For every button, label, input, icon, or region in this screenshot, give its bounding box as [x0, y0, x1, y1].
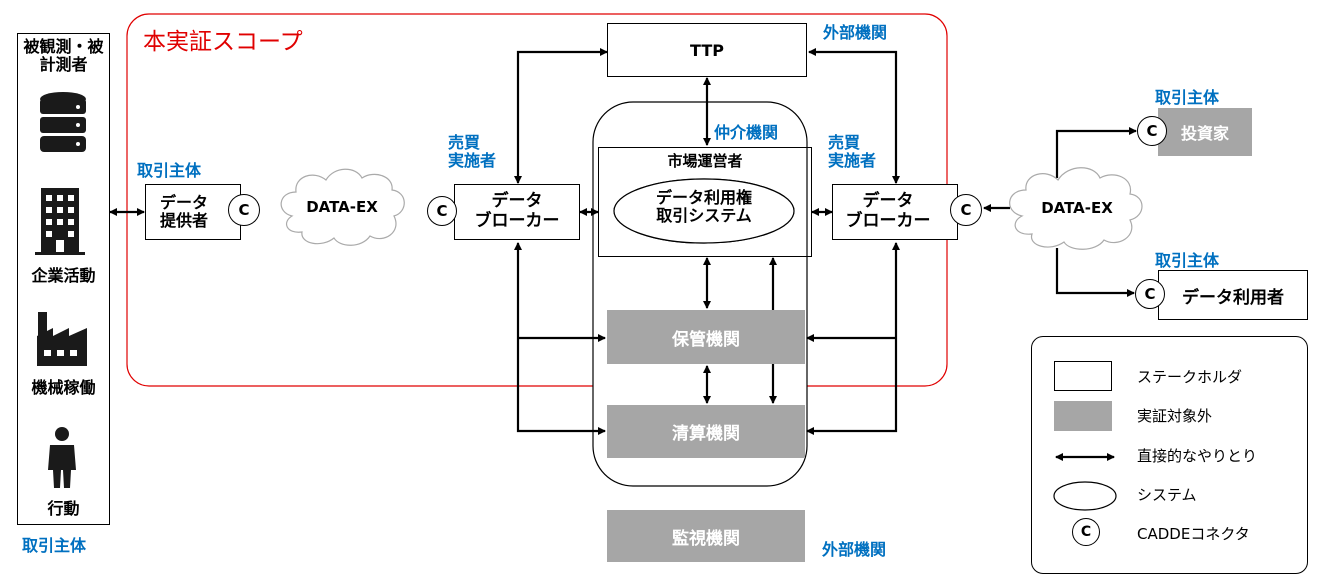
- subject-corporate-activity: 企業活動: [31, 266, 96, 285]
- legend-text-system: システム: [1137, 486, 1197, 504]
- ttp-box: TTP: [607, 23, 807, 77]
- legend-gray-box: [1054, 401, 1112, 431]
- cadde-connector-broker-left: C: [427, 196, 457, 226]
- data-ex-cloud-left: DATA-EX: [306, 198, 378, 216]
- cloud-left-shape: [280, 168, 405, 246]
- label-external-org-top: 外部機関: [823, 23, 888, 42]
- market-operator-label: 市場運営者: [667, 152, 743, 170]
- data-provider-box: データ 提供者: [145, 184, 241, 240]
- subjects-panel-bottom-label: 取引主体: [22, 536, 87, 555]
- scope-label: 本実証スコープ: [143, 29, 303, 55]
- legend-text-out-of-scope: 実証対象外: [1137, 407, 1213, 425]
- legend-connector: C: [1072, 518, 1100, 546]
- legend-white-box: [1054, 361, 1112, 391]
- label-external-org-bottom: 外部機関: [822, 540, 887, 559]
- arrow-cloud-data-user: [1055, 248, 1135, 297]
- data-ex-cloud-right: DATA-EX: [1041, 199, 1113, 217]
- subjects-panel: [17, 33, 110, 525]
- legend-text-cadde-connector: CADDEコネクタ: [1137, 525, 1250, 543]
- label-transaction-subject-provider: 取引主体: [137, 161, 202, 180]
- label-trade-executor-right: 売買 実施者: [828, 133, 877, 171]
- label-trade-executor-left: 売買 実施者: [448, 133, 497, 171]
- monitoring-org-box: 監視機関: [607, 510, 805, 562]
- cadde-connector-data-user: C: [1135, 279, 1165, 309]
- market-operator-box: [598, 147, 812, 257]
- person-icon: [48, 427, 76, 488]
- cloud-right-shape: [1009, 167, 1143, 250]
- subject-machine-operation: 機械稼働: [31, 378, 96, 397]
- cadde-connector-investor: C: [1137, 116, 1167, 146]
- data-broker-left-box: データ ブローカー: [454, 184, 580, 240]
- cadde-connector-provider: C: [228, 194, 260, 226]
- arrow-ttp-broker-left: [514, 48, 608, 184]
- legend-text-stakeholder: ステークホルダ: [1137, 368, 1243, 386]
- data-broker-right-box: データ ブローカー: [832, 184, 958, 240]
- investor-box: 投資家: [1158, 108, 1252, 156]
- cadde-connector-broker-right: C: [950, 194, 982, 226]
- label-transaction-subject-investor: 取引主体: [1155, 88, 1220, 107]
- arrow-cloud-investor: [1055, 127, 1137, 178]
- arrow-broker-right-clearing: [806, 242, 900, 435]
- subjects-panel-title: 被観測・被計測者: [23, 37, 104, 75]
- clearing-org-box: 清算機関: [607, 405, 805, 458]
- subject-behavior: 行動: [47, 499, 80, 518]
- arrow-ttp-broker-right: [808, 48, 900, 184]
- arrow-broker-left-clearing: [514, 242, 606, 435]
- storage-org-box: 保管機関: [607, 310, 805, 364]
- label-transaction-subject-user: 取引主体: [1155, 251, 1220, 270]
- trading-system-label: データ利用権 取引システム: [655, 188, 752, 226]
- database-icon: [40, 92, 86, 152]
- data-user-box: データ利用者: [1158, 270, 1308, 320]
- legend-text-direct-exchange: 直接的なやりとり: [1137, 447, 1258, 465]
- factory-icon: [37, 312, 87, 366]
- label-intermediary: 仲介機関: [714, 123, 779, 142]
- building-icon: [35, 188, 85, 255]
